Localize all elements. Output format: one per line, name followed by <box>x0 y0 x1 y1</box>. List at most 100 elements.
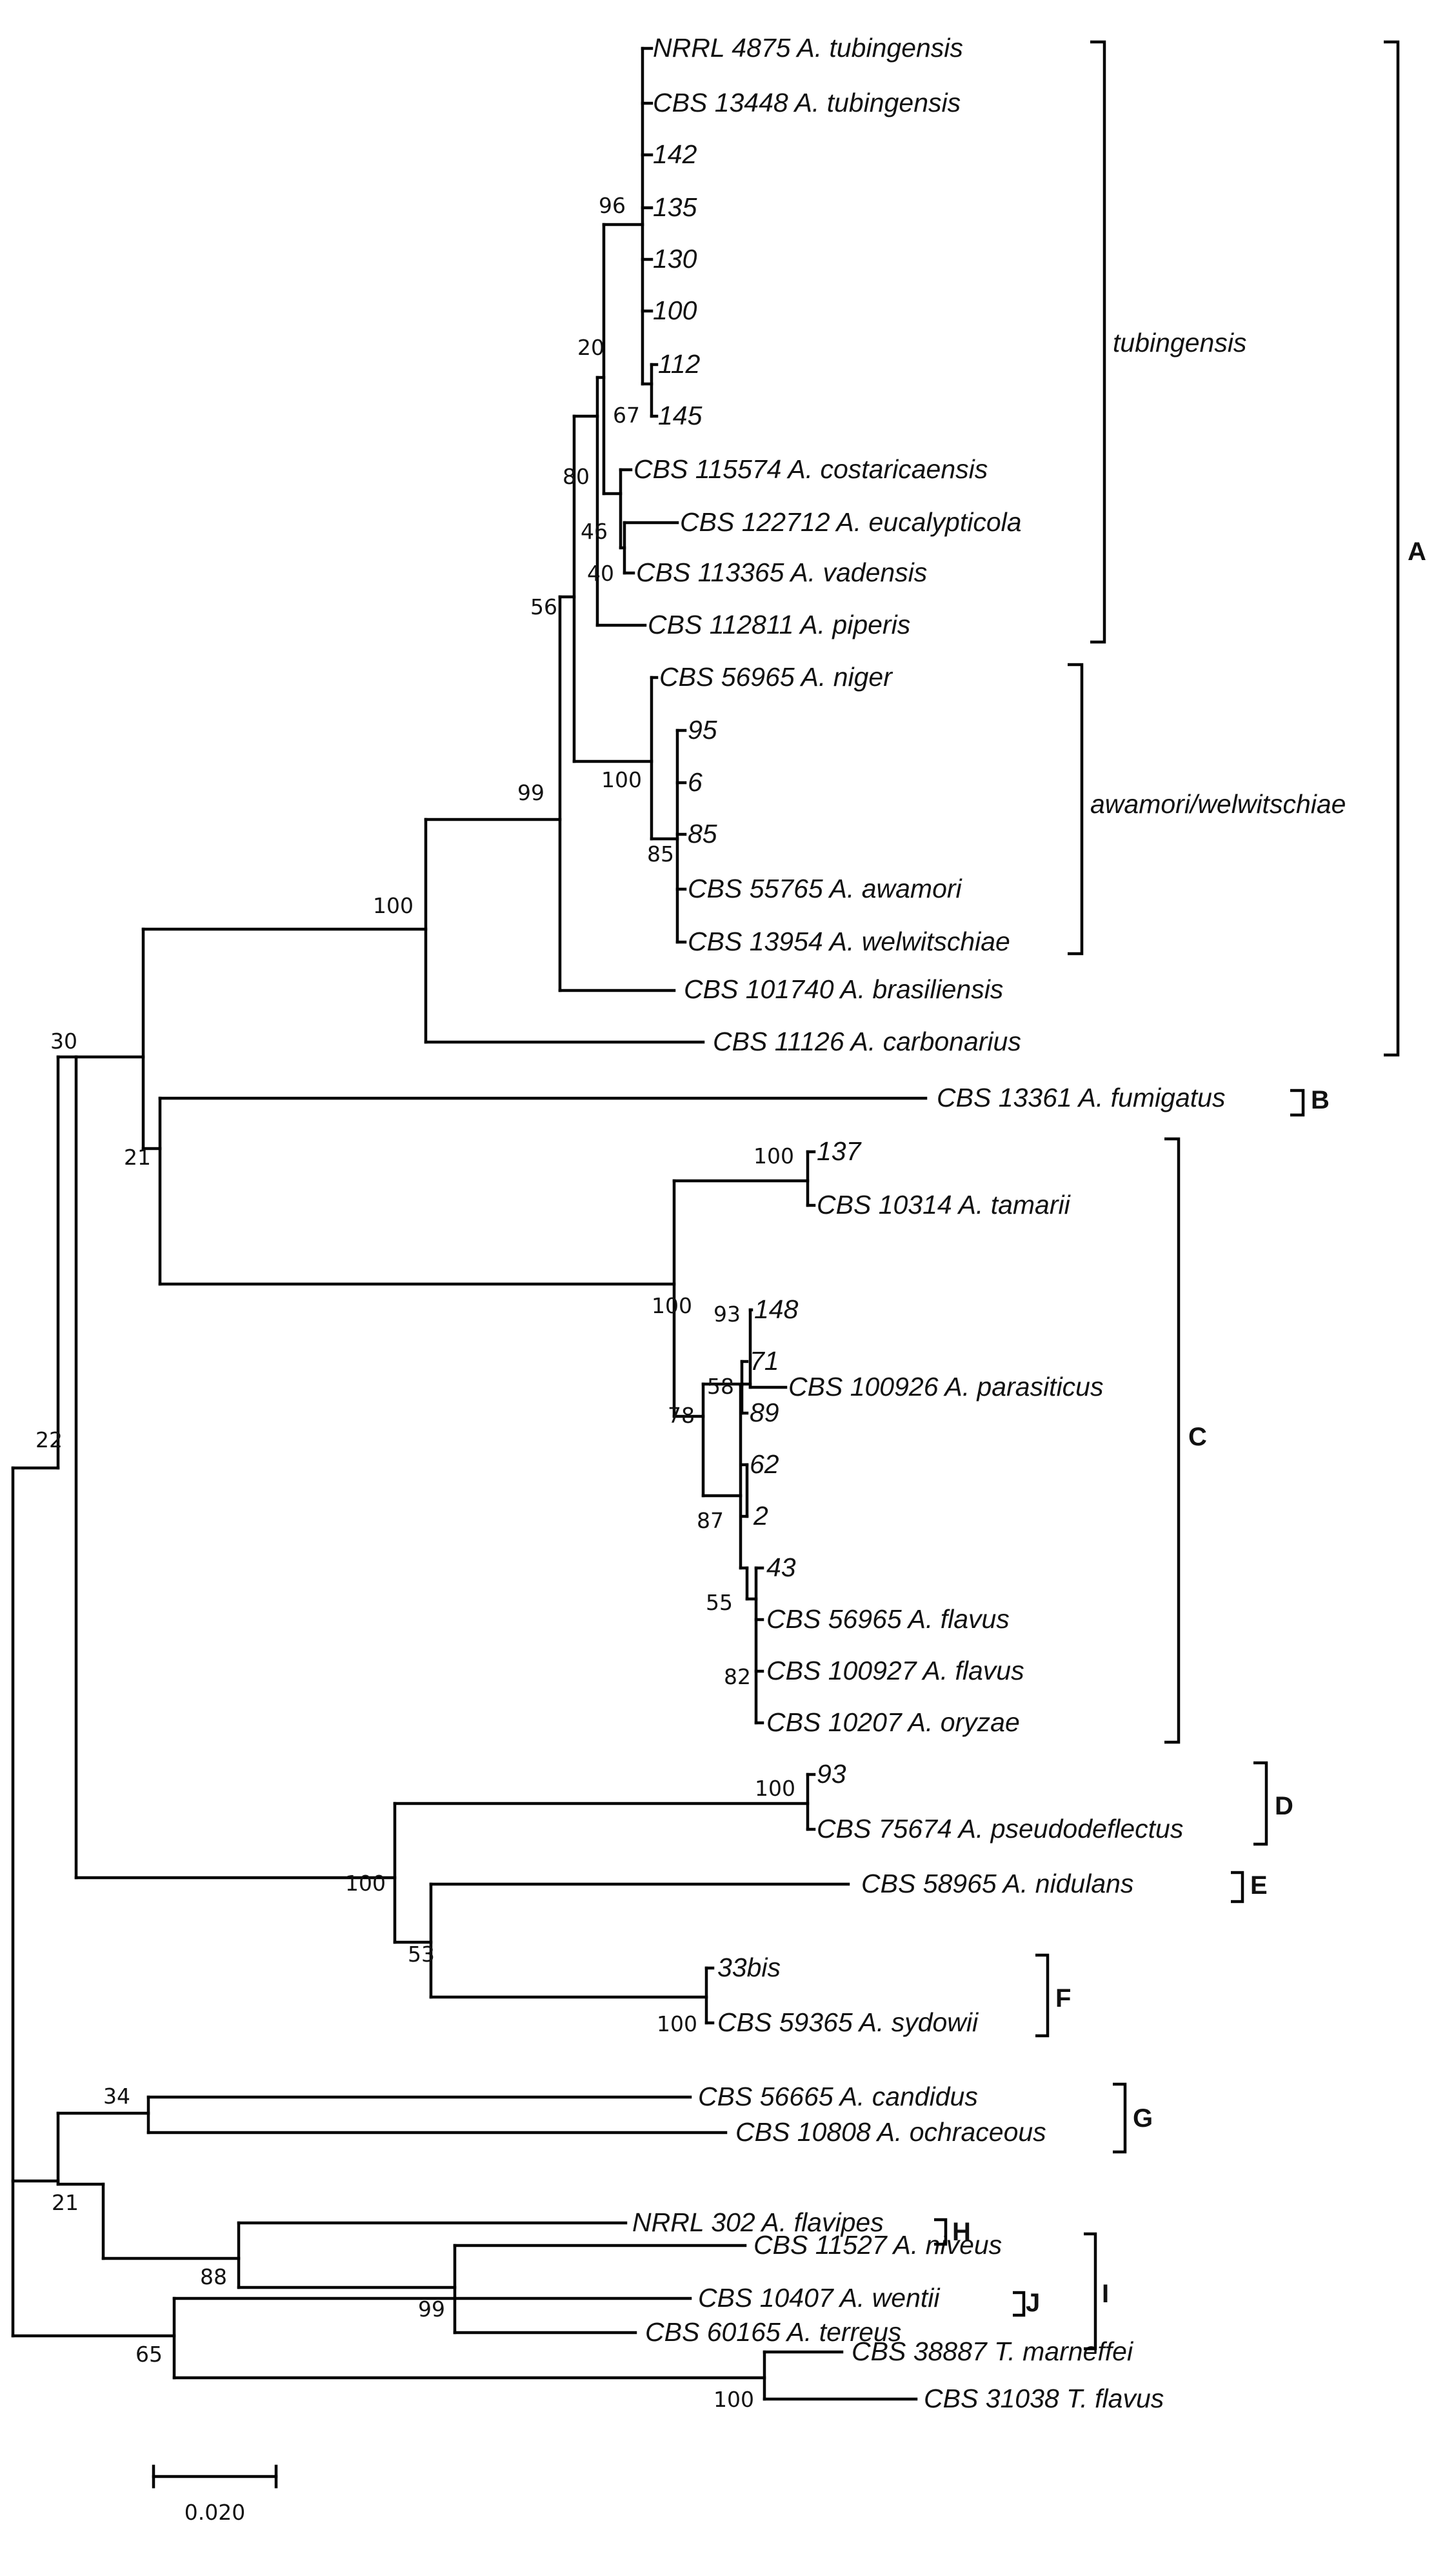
leaf-label: 95 <box>688 715 717 745</box>
group-bracket-e <box>1231 1871 1244 1904</box>
leaf-label: CBS 59365 A. sydowii <box>717 2007 979 2037</box>
subclade-label-awamori: awamori/welwitschiae <box>1090 789 1346 819</box>
leaf-label: CBS 56965 A. niger <box>659 662 893 692</box>
bootstrap-value: 87 <box>697 1508 724 1533</box>
leaf-label: 145 <box>658 401 703 430</box>
leaf-labels: NRRL 4875 A. tubingensis CBS 13448 A. tu… <box>632 33 1225 2413</box>
leaf-label: CBS 13448 A. tubingensis <box>653 88 961 117</box>
leaf-label: CBS 115574 A. costaricaensis <box>633 454 988 484</box>
leaf-label: CBS 100926 A. parasiticus <box>788 1372 1103 1402</box>
group-label-d: D <box>1275 1792 1293 1820</box>
bootstrap-value: 46 <box>581 519 608 544</box>
group-label-j: J <box>1026 2289 1040 2317</box>
bootstrap-value: 40 <box>587 561 614 586</box>
leaf-label: CBS 101740 A. brasiliensis <box>684 974 1003 1004</box>
bootstrap-value: 53 <box>408 1942 435 1967</box>
group-bracket-g <box>1113 2082 1127 2154</box>
leaf-label: 93 <box>817 1759 846 1789</box>
leaf-label: 85 <box>688 819 717 849</box>
leaf-label: 43 <box>766 1552 796 1582</box>
leaf-label: 6 <box>688 767 703 797</box>
leaf-label: CBS 10808 A. ochraceous <box>735 2117 1046 2147</box>
bootstrap-value: 30 <box>50 1029 77 1054</box>
bootstrap-value: 21 <box>124 1145 151 1170</box>
leaf-label: 89 <box>750 1398 779 1427</box>
leaf-label: 135 <box>653 192 697 222</box>
bootstrap-value: 99 <box>517 780 544 805</box>
leaf-label: CBS 112811 A. piperis <box>648 610 910 639</box>
bootstrap-value: 85 <box>647 841 674 867</box>
group-bracket-j <box>1013 2291 1026 2317</box>
group-bracket-i <box>1084 2232 1097 2351</box>
leaf-label: CBS 113365 A. vadensis <box>636 558 927 587</box>
clade-brackets: tubingensis awamori/welwitschiae A B C D… <box>934 40 1426 2351</box>
bootstrap-value: 67 <box>613 403 640 428</box>
leaf-label: CBS 56665 A. candidus <box>698 2082 978 2111</box>
leaf-label: CBS 10207 A. oryzae <box>766 1707 1020 1737</box>
bootstrap-value: 100 <box>713 2387 754 2412</box>
bootstrap-value: 100 <box>345 1871 386 1896</box>
leaf-label: CBS 10314 A. tamarii <box>817 1190 1072 1220</box>
bootstrap-values: 96 20 67 80 46 40 56 99 100 85 100 30 21… <box>35 193 795 2412</box>
bootstrap-value: 80 <box>563 464 590 489</box>
leaf-label: CBS 58965 A. nidulans <box>861 1869 1133 1898</box>
scale-bar: 0.020 <box>152 2464 278 2525</box>
bootstrap-value: 100 <box>753 1143 794 1169</box>
bootstrap-value: 100 <box>652 1293 692 1318</box>
bootstrap-value: 22 <box>35 1427 63 1452</box>
leaf-label: 33bis <box>717 1953 781 1982</box>
group-bracket-b <box>1290 1089 1305 1117</box>
leaf-label: 137 <box>817 1136 863 1166</box>
group-bracket-h <box>934 2218 948 2246</box>
bootstrap-value: 100 <box>657 2011 697 2036</box>
leaf-label: 2 <box>753 1501 768 1531</box>
bootstrap-value: 20 <box>577 335 604 360</box>
group-label-e: E <box>1250 1871 1268 1900</box>
group-label-g: G <box>1133 2104 1153 2133</box>
bootstrap-value: 88 <box>200 2264 227 2289</box>
leaf-label: CBS 60165 A. terreus <box>645 2317 901 2347</box>
leaf-label: CBS 11126 A. carbonarius <box>713 1027 1021 1056</box>
group-label-i: I <box>1102 2280 1109 2308</box>
bootstrap-value: 99 <box>418 2296 445 2322</box>
bootstrap-value: 21 <box>52 2190 79 2215</box>
leaf-label: 112 <box>658 349 701 379</box>
leaf-label: NRRL 302 A. flavipes <box>632 2207 884 2237</box>
group-bracket-f <box>1035 1953 1050 2038</box>
leaf-label: CBS 13954 A. welwitschiae <box>688 927 1010 956</box>
subclade-bracket-awamori <box>1068 663 1084 956</box>
leaf-label: CBS 38887 T. marneffei <box>852 2336 1134 2366</box>
bootstrap-value: 82 <box>724 1664 751 1689</box>
leaf-label: 130 <box>653 244 697 274</box>
leaf-label: CBS 100927 A. flavus <box>766 1656 1024 1685</box>
bootstrap-value: 93 <box>713 1301 741 1327</box>
group-bracket-c <box>1164 1137 1181 1744</box>
leaf-label: CBS 56965 A. flavus <box>766 1604 1010 1634</box>
group-label-b: B <box>1311 1086 1330 1114</box>
leaf-label: 148 <box>754 1294 799 1324</box>
leaf-label: 100 <box>653 296 697 325</box>
group-label-a: A <box>1408 538 1426 566</box>
leaf-label: NRRL 4875 A. tubingensis <box>653 33 963 63</box>
group-label-c: C <box>1188 1423 1207 1451</box>
leaf-label: CBS 31038 T. flavus <box>924 2384 1164 2413</box>
scale-bar-label: 0.020 <box>184 2500 245 2525</box>
bootstrap-value: 100 <box>601 767 642 792</box>
leaf-label: CBS 75674 A. pseudodeflectus <box>817 1814 1183 1844</box>
leaf-label: CBS 11527 A. niveus <box>753 2230 1002 2260</box>
leaf-label: CBS 55765 A. awamori <box>688 874 963 903</box>
group-label-f: F <box>1055 1984 1071 2013</box>
bootstrap-value: 34 <box>103 2084 130 2109</box>
leaf-label: CBS 10407 A. wentii <box>698 2283 941 2313</box>
bootstrap-value: 56 <box>530 594 557 619</box>
bootstrap-value: 55 <box>706 1590 733 1615</box>
subclade-bracket-tubingensis <box>1090 40 1106 644</box>
leaf-label: 71 <box>750 1346 779 1376</box>
leaf-label: CBS 13361 A. fumigatus <box>937 1083 1225 1112</box>
bootstrap-value: 96 <box>599 193 626 218</box>
tree-branches <box>11 46 928 2401</box>
group-bracket-d <box>1253 1761 1268 1846</box>
leaf-label: 62 <box>750 1449 779 1479</box>
group-label-h: H <box>952 2218 971 2246</box>
